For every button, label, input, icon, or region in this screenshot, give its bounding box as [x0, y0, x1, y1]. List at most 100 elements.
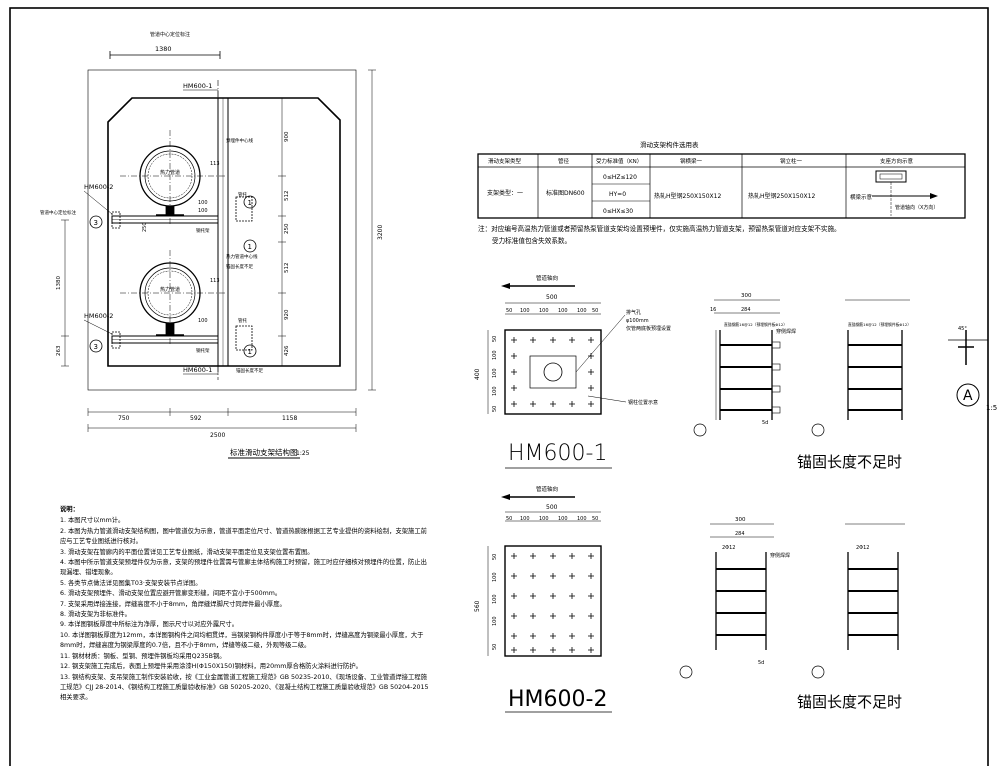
- a2b-rebar: 2Φ12: [856, 545, 869, 551]
- note-item: 13. 钢结构支架、支吊架施工制作安装验收，按《工业金属管道工程施工规范》GB …: [60, 673, 429, 702]
- td-force-1: HY=0: [609, 191, 626, 198]
- a2-d: 5d: [758, 660, 764, 666]
- note-item: 8. 滑动支架为非标准件。: [60, 611, 131, 619]
- section-caption: 标准滑动支架结构图: [230, 447, 298, 457]
- notes-title: 说明：: [60, 506, 79, 513]
- p1-rib-label: 钢柱位置示意: [628, 399, 658, 406]
- anchor-cross: [569, 553, 575, 559]
- td-force-2: 0≤HX≤30: [603, 208, 633, 215]
- a1-w: 300: [741, 293, 752, 299]
- label-support-bot: 管托: [238, 317, 247, 324]
- a2-weld: 穿侧焊焊: [770, 552, 790, 559]
- label-embed-center: 预埋件中心线: [226, 137, 253, 144]
- anchor-cross: [588, 385, 594, 391]
- anchor-cross: [569, 573, 575, 579]
- anchor-detail-2: 300 284 2Φ12 穿侧焊焊 5d 锚固长度不足时: [679, 517, 902, 711]
- p1-width: 500: [546, 294, 558, 301]
- p1-name: HM600-1: [508, 441, 607, 466]
- anchor-cross: [569, 633, 575, 639]
- anchor-cross: [530, 613, 536, 619]
- note-item: 11. 钢材材质：钢板、型钢、预埋件钢板均采用Q235B钢。: [60, 652, 226, 660]
- th-column: 钢立柱一: [780, 157, 803, 165]
- anchor-cross: [511, 573, 517, 579]
- a2-inner: 284: [735, 531, 745, 537]
- dim-height: 3200: [377, 225, 384, 240]
- p1-side-3: 100: [492, 386, 498, 396]
- table-note-1: 注：对应编号高温热力管道或者预留热泵管道支架均设置预埋件，仅实施高温热力管道支架…: [478, 225, 841, 233]
- section-width-top: 1380: [155, 45, 172, 53]
- p1-side-1: 100: [492, 350, 498, 360]
- anchor-cross: [530, 553, 536, 559]
- td-column: 热轧H型钢250X150X12: [748, 192, 815, 200]
- anchor-cross: [530, 647, 536, 653]
- anchor-detail-1: 300 16 284 直锚钢筋16@12（预埋钢件板Φ12） 穿侧焊焊 5d 锚…: [693, 293, 902, 471]
- p1-top-0: 50: [506, 308, 512, 314]
- detail-a-scale: 1:5: [986, 404, 997, 412]
- dim-right-4: 920: [284, 309, 290, 320]
- p2-top-1: 100: [520, 516, 530, 522]
- label-bracket-bot: 钢托架: [196, 347, 210, 354]
- anchor-cross: [550, 593, 556, 599]
- small-dim-4: 113: [210, 278, 220, 284]
- anchor-cross: [588, 553, 594, 559]
- td-dir-label: 横梁示意: [850, 193, 873, 201]
- tag-hm600-2-bot: HM600-2: [84, 312, 113, 320]
- p2-top-4: 100: [577, 516, 587, 522]
- callout-3-bot: 3: [94, 343, 98, 351]
- small-dim-2: 250: [142, 222, 148, 232]
- note-item: 7. 支架采用焊接连接，焊缝高度不小于8mm，角焊缝焊脚尺寸同焊件最小厚度。: [60, 600, 286, 608]
- anchor-cross: [550, 613, 556, 619]
- anchor-cross: [511, 633, 517, 639]
- p2-side-3: 100: [492, 616, 498, 626]
- a1-weld: 穿侧焊焊: [776, 328, 796, 335]
- anchor-cross: [511, 353, 517, 359]
- dim-left-1: 263: [56, 345, 62, 356]
- p1-top-3: 100: [558, 308, 568, 314]
- anchor-cross: [530, 633, 536, 639]
- section-drawing: 管道中心定位标注 1380: [40, 31, 384, 459]
- anchor-cross: [511, 647, 517, 653]
- p2-width: 500: [546, 504, 558, 511]
- th-beam: 钢横梁一: [680, 157, 703, 165]
- label-bracket-top: 钢托架: [196, 227, 210, 234]
- anchor-cross: [530, 337, 536, 343]
- tag-hm600-2-top: HM600-2: [84, 183, 113, 191]
- a1-title: 锚固长度不足时: [797, 453, 902, 471]
- td-beam: 热轧H型钢250X150X12: [654, 192, 721, 200]
- anchor-cross: [588, 401, 594, 407]
- dim-right-0: 900: [284, 131, 290, 142]
- tag-hm600-1-bot: HM600-1: [183, 366, 212, 374]
- anchor-cross: [569, 337, 575, 343]
- dim-left-0: 1380: [56, 276, 62, 290]
- p2-arrow-label: 管道轴向: [536, 485, 558, 493]
- anchor-cross: [530, 573, 536, 579]
- label-support-top: 管托: [238, 191, 247, 198]
- p1-hole-label: 排气孔: [626, 309, 641, 316]
- p2-top-5: 50: [592, 516, 598, 522]
- p2-name: HM600-2: [508, 687, 607, 712]
- anchor-cross: [588, 613, 594, 619]
- a2-rebar: 2Φ12: [722, 545, 735, 551]
- anchor-crosses: [511, 337, 594, 653]
- dim-bottom-1: 592: [190, 415, 202, 422]
- p1-top-1: 100: [520, 308, 530, 314]
- anchor-cross: [588, 647, 594, 653]
- section-left-label: 管道中心定位标注: [40, 209, 76, 216]
- anchor-cross: [550, 647, 556, 653]
- td-type: 支架类型：一: [487, 189, 523, 197]
- p2-side-1: 100: [492, 572, 498, 582]
- label-pipe-top: 热力管道: [160, 169, 180, 176]
- a1b-rebar: 直锚钢筋16@12（预埋钢件板Φ12）: [848, 322, 911, 327]
- dim-right-3: 512: [284, 263, 290, 274]
- anchor-cross: [569, 647, 575, 653]
- table-note-2: 受力标准值包含失效系数。: [492, 237, 572, 245]
- p1-hole-note: 仅管两底板预埋设置: [626, 325, 671, 332]
- anchor-cross: [511, 613, 517, 619]
- anchor-cross: [588, 633, 594, 639]
- section-caption-scale: 1:25: [296, 450, 310, 457]
- note-item: 3. 滑动支架在管廊内的平面位置详见工艺专业图纸，滑动支架平面定位见支架位置布置…: [60, 548, 314, 556]
- th-direction: 支座方向示意: [880, 157, 914, 165]
- table-title: 滑动支架构件选用表: [640, 140, 699, 149]
- label-anchor-2: 锚固长度不足: [236, 367, 263, 374]
